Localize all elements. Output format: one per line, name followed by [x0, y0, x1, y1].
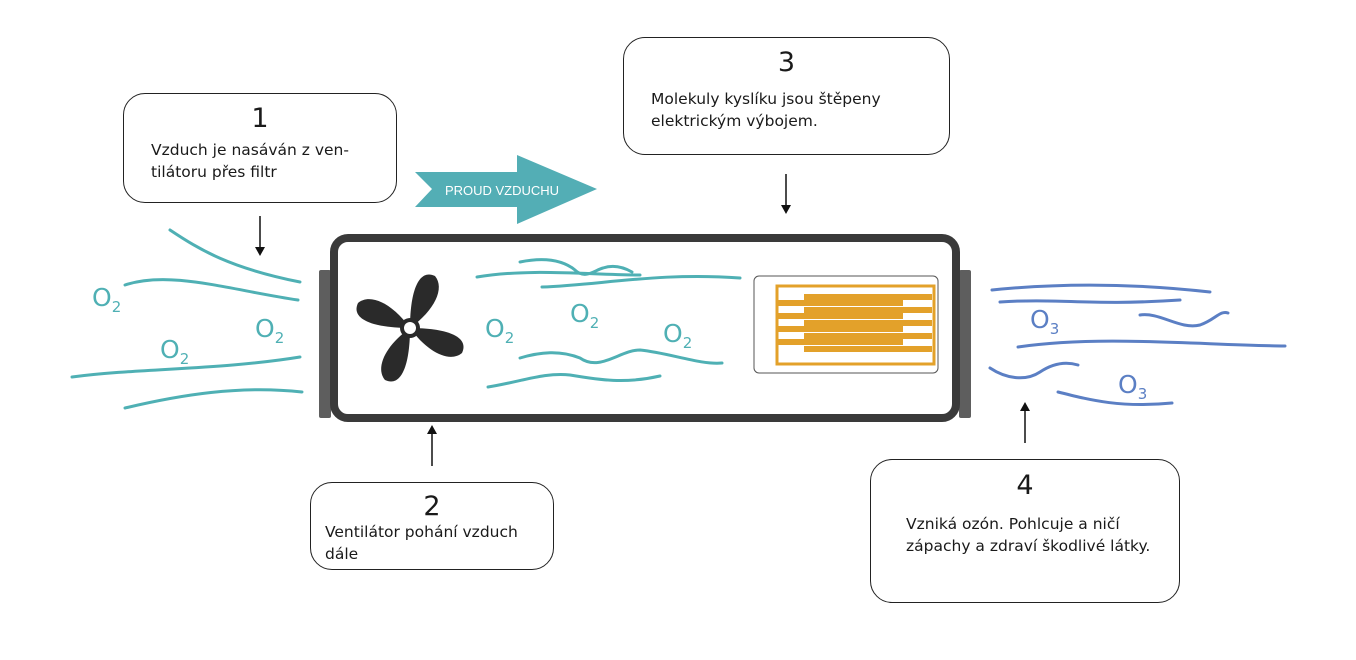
air-wave	[475, 270, 642, 279]
air-wave	[1056, 390, 1174, 407]
callout-step-4: 4 Vzniká ozón. Pohlcuje a ničí zápachy a…	[870, 459, 1180, 603]
oxygen-label: O2	[255, 314, 284, 347]
flow-label: PROUD VZDUCHU	[445, 183, 559, 198]
air-wave	[988, 361, 1080, 380]
air-wave	[990, 283, 1212, 294]
step-number: 2	[423, 491, 441, 522]
air-wave	[998, 298, 1182, 304]
step-text: Ventilátor pohání vzduch dále	[325, 523, 518, 563]
step-text: Molekuly kyslíku jsou štěpeny elektrický…	[651, 90, 881, 130]
step-text: Vzniká ozón. Pohlcuje a ničí zápachy a z…	[906, 515, 1151, 555]
oxygen-labels: O2 O2 O2 O2 O2 O2	[92, 283, 692, 368]
pointer-arrows	[255, 174, 1030, 466]
fan-icon	[356, 274, 464, 382]
output-air-waves	[988, 283, 1287, 407]
step-number: 4	[1016, 470, 1034, 501]
internal-air-waves	[475, 258, 742, 389]
step-number: 3	[777, 47, 796, 78]
air-wave	[70, 355, 302, 379]
oxygen-label: O2	[485, 314, 514, 347]
air-wave	[123, 278, 300, 302]
air-wave	[123, 388, 304, 410]
step-number: 1	[251, 103, 269, 134]
ozone-label: O3	[1030, 305, 1059, 338]
ozone-labels: O3 O3	[1030, 305, 1147, 403]
electrode-icon	[753, 275, 939, 374]
intake-air-waves	[70, 228, 304, 410]
air-wave	[1138, 310, 1230, 328]
oxygen-label: O2	[160, 335, 189, 368]
device-left-cap	[319, 270, 331, 418]
air-wave	[486, 372, 662, 389]
flow-arrow-icon: PROUD VZDUCHU	[415, 155, 597, 224]
air-wave	[518, 348, 724, 365]
callout-step-1: 1 Vzduch je nasáván z ven- tilátoru přes…	[123, 93, 397, 203]
air-wave	[168, 228, 302, 284]
ozone-generator	[319, 234, 971, 422]
oxygen-label: O2	[570, 299, 599, 332]
oxygen-label: O2	[663, 319, 692, 352]
callout-step-3: 3 Molekuly kyslíku jsou štěpeny elektric…	[623, 37, 950, 155]
air-wave	[1016, 339, 1287, 349]
air-wave	[540, 274, 742, 289]
device-right-cap	[959, 270, 971, 418]
step-text: Vzduch je nasáván z ven- tilátoru přes f…	[151, 141, 349, 181]
ozone-label: O3	[1118, 370, 1147, 403]
callout-step-2: 2 Ventilátor pohání vzduch dále	[310, 482, 554, 570]
air-wave	[518, 258, 634, 276]
oxygen-label: O2	[92, 283, 121, 316]
